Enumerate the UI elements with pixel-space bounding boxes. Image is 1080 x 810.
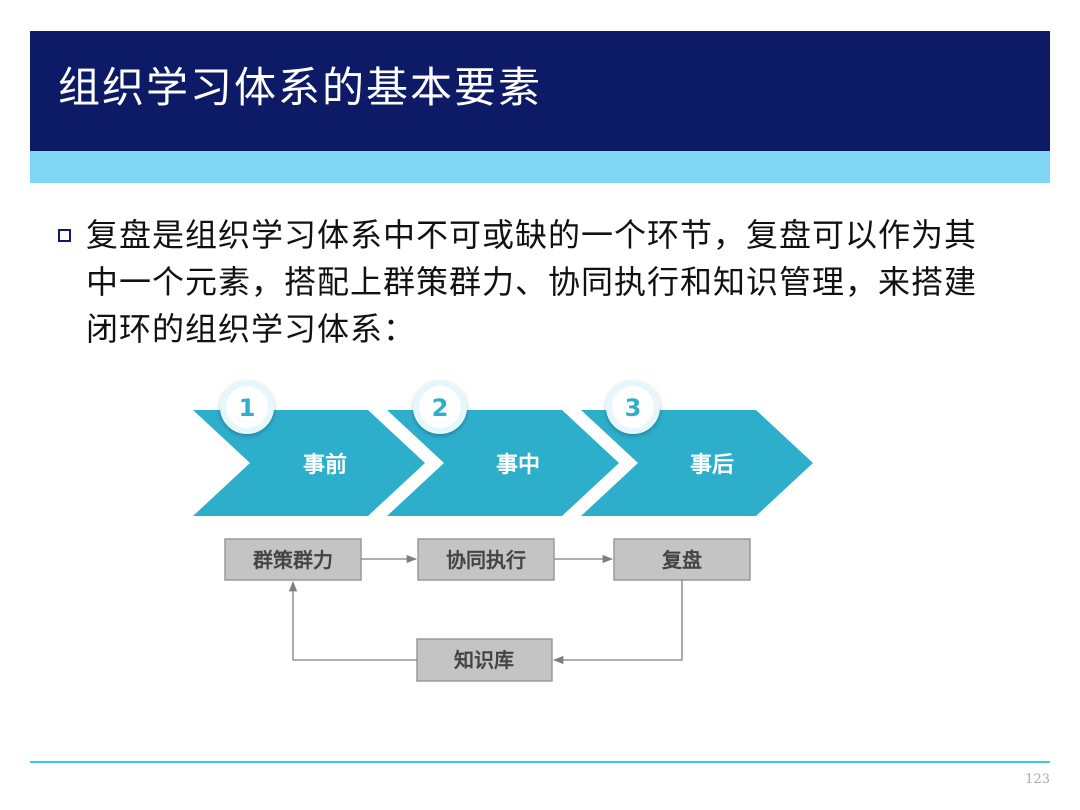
stage-2-label: 事中 — [496, 452, 540, 478]
box-brainstorm-label: 群策群力 — [252, 548, 333, 572]
box-knowledge-label: 知识库 — [454, 648, 514, 672]
box-brainstorm — [224, 538, 362, 581]
title-accent-strip — [30, 151, 1050, 183]
arrow-review-to-knowledge — [552, 580, 683, 665]
stage-3-label: 事后 — [690, 452, 734, 478]
stage-3-chevron — [581, 410, 813, 516]
stage-1-chevron — [193, 410, 425, 516]
footer-divider — [30, 761, 1050, 763]
stage-1-badge: 1 — [220, 380, 274, 434]
body-paragraph: 复盘是组织学习体系中不可或缺的一个环节，复盘可以作为其中一个元素，搭配上群策群力… — [86, 216, 978, 348]
stage-1-label: 事前 — [303, 452, 347, 478]
box-review-label: 复盘 — [661, 548, 702, 572]
box-review — [613, 538, 751, 581]
stage-1-number: 1 — [239, 394, 256, 422]
stage-3-number: 3 — [625, 394, 642, 422]
bullet-square-icon — [58, 229, 71, 242]
arrow-knowledge-to-brainstorm — [288, 580, 417, 661]
stage-3-badge: 3 — [606, 380, 660, 434]
box-execute-label: 协同执行 — [446, 548, 526, 572]
slide-title: 组织学习体系的基本要素 — [58, 63, 543, 112]
stage-2-chevron — [387, 410, 619, 516]
stage-2-badge: 2 — [413, 380, 467, 434]
page-number: 123 — [1025, 772, 1050, 787]
title-bar — [30, 31, 1050, 151]
box-execute — [417, 538, 555, 581]
stage-2-number: 2 — [432, 394, 449, 422]
